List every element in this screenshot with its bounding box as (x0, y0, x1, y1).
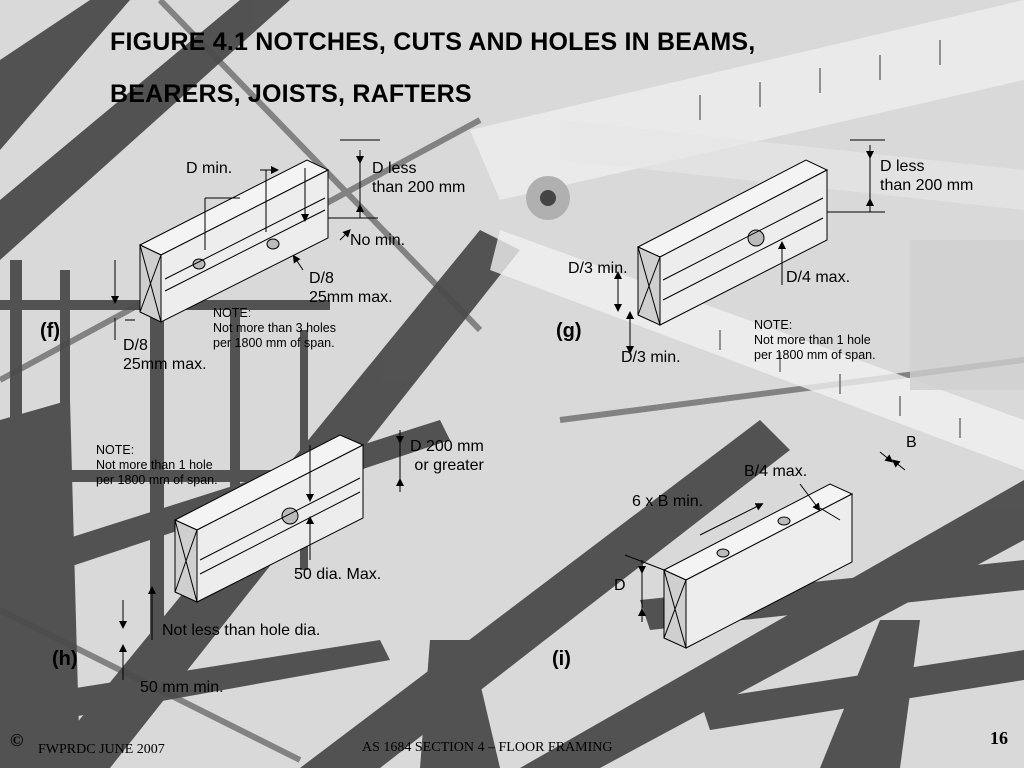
label-h-dia-max: 50 dia. Max. (294, 566, 382, 583)
label-g-d3-top: D/3 min. (568, 260, 628, 277)
label-i-d: D (614, 577, 626, 594)
figure-tag-i: (i) (552, 648, 571, 670)
figure-tag-h: (h) (52, 648, 78, 670)
beam-i (624, 451, 906, 649)
label-h-50mm-min: 50 mm min. (140, 679, 224, 696)
beam-f (111, 139, 380, 340)
label-g-d4-max: D/4 max. (786, 269, 851, 286)
label-i-b: B (906, 434, 917, 451)
footer-center: AS 1684 SECTION 4 – FLOOR FRAMING (362, 740, 613, 755)
figure-title-line1: FIGURE 4.1 NOTCHES, CUTS AND HOLES IN BE… (110, 28, 756, 56)
figure-tag-f: (f) (40, 320, 60, 342)
footer-left: FWPRDC JUNE 2007 (38, 742, 165, 757)
beam-g (614, 139, 885, 354)
label-i-6b-min: 6 x B min. (632, 493, 704, 510)
label-f-no-min: No min. (350, 232, 406, 249)
label-i-b4-max: B/4 max. (744, 463, 808, 480)
figure-title-line2: BEARERS, JOISTS, RAFTERS (110, 80, 472, 108)
page-number: 16 (990, 728, 1008, 748)
copyright-mark: © (10, 730, 24, 750)
label-g-d3-bottom: D/3 min. (621, 349, 681, 366)
label-h-not-less: Not less than hole dia. (162, 622, 321, 639)
label-f-d-min: D min. (186, 160, 233, 177)
figure-tag-g: (g) (556, 320, 582, 342)
beam-h (119, 430, 404, 680)
